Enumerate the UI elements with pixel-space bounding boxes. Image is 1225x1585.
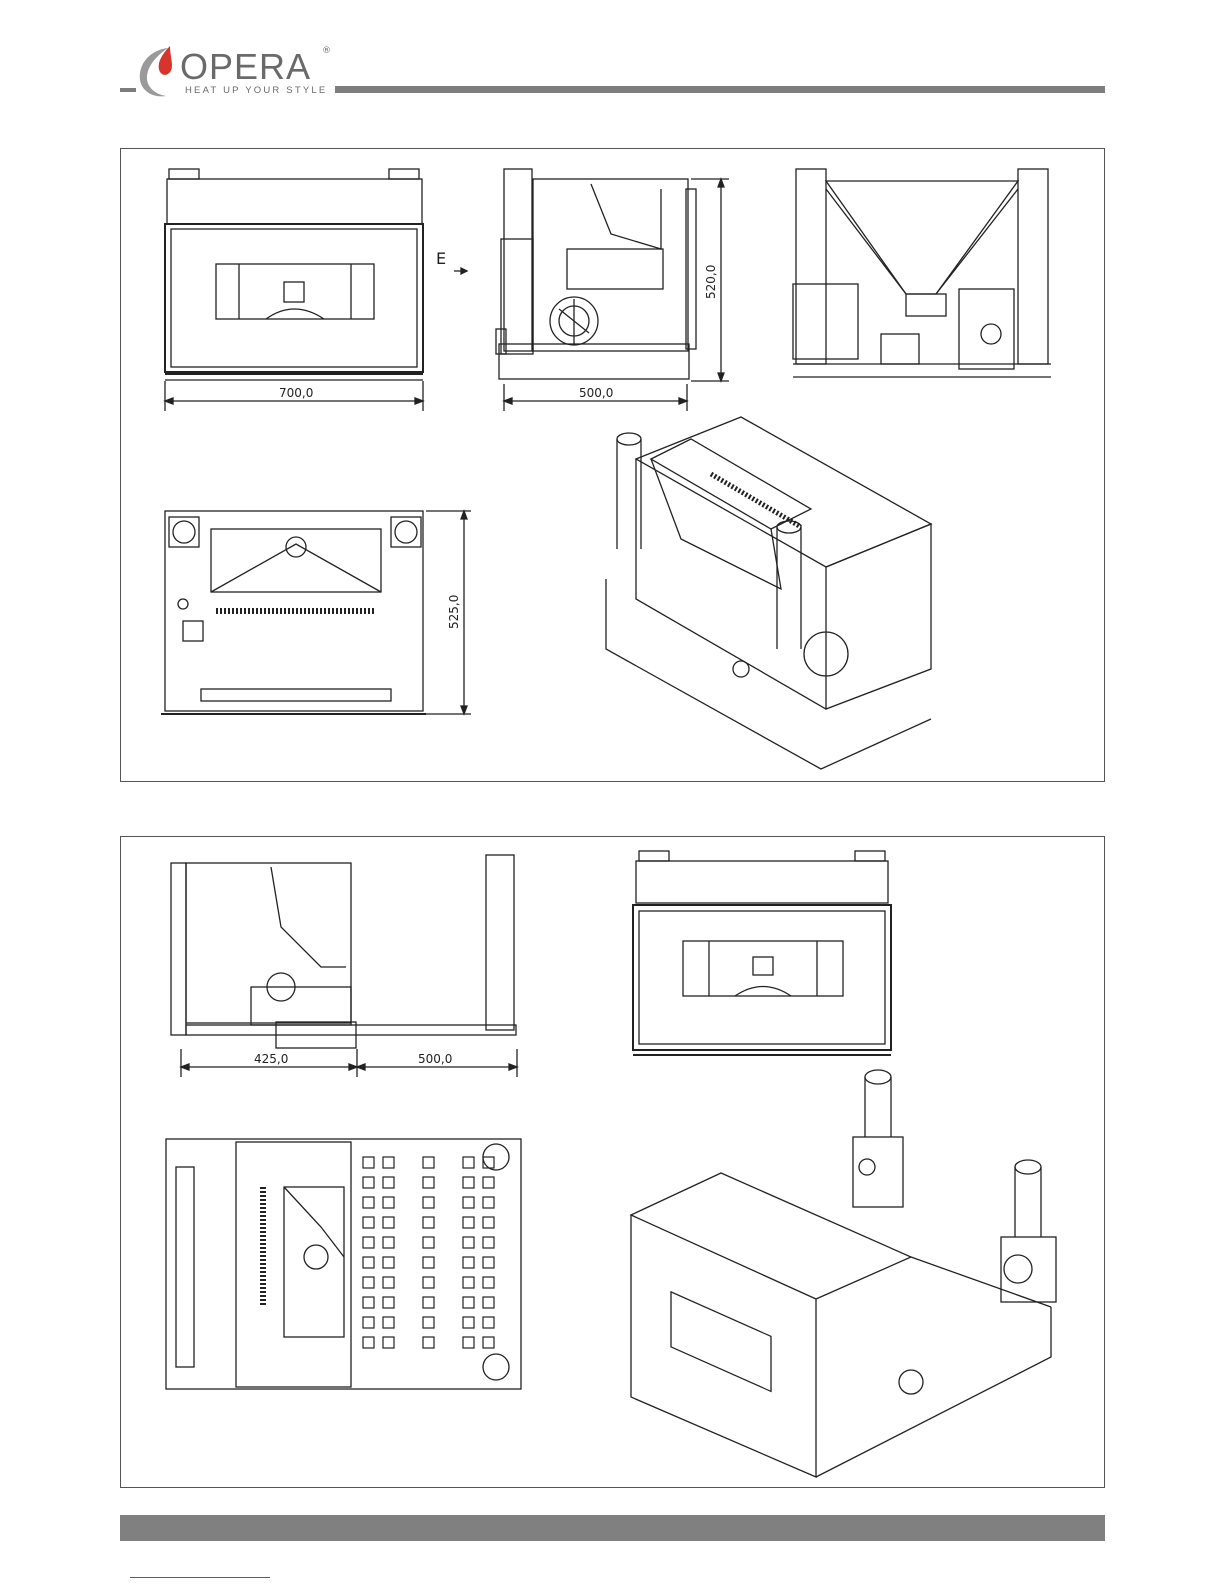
- front-view-secondary: [633, 851, 891, 1055]
- grid-square: [483, 1197, 494, 1208]
- isometric-view: [606, 417, 931, 769]
- rear-view: [793, 169, 1051, 377]
- technical-drawing-top: 700,0 E 500,0 520,: [121, 149, 1104, 781]
- grid-square: [383, 1297, 394, 1308]
- grid-square: [463, 1277, 474, 1288]
- grid-square: [483, 1277, 494, 1288]
- grid-square: [423, 1157, 434, 1168]
- grid-square: [363, 1157, 374, 1168]
- grid-square: [463, 1337, 474, 1348]
- brand-name: OPERA: [180, 46, 311, 88]
- grid-square: [423, 1277, 434, 1288]
- grid-square: [383, 1177, 394, 1188]
- grid-square: [463, 1257, 474, 1268]
- section-arrow-label: E: [436, 249, 446, 268]
- grid-square: [483, 1337, 494, 1348]
- grid-square: [423, 1217, 434, 1228]
- front-width-label: 700,0: [279, 386, 313, 400]
- grid-square: [383, 1337, 394, 1348]
- grid-square: [463, 1217, 474, 1228]
- header-rule: [335, 86, 1105, 93]
- grid-square: [463, 1297, 474, 1308]
- drawing-panel-bottom: 425,0 500,0: [120, 836, 1105, 1488]
- grid-square: [383, 1217, 394, 1228]
- grid-square: [363, 1257, 374, 1268]
- grid-square: [423, 1237, 434, 1248]
- grid-square: [463, 1237, 474, 1248]
- plan-view: [161, 511, 471, 714]
- grid-square: [423, 1177, 434, 1188]
- side-view: [496, 169, 729, 411]
- grid-square: [463, 1317, 474, 1328]
- grid-square: [483, 1237, 494, 1248]
- grid-square: [383, 1157, 394, 1168]
- extension-depth-label-a: 425,0: [254, 1052, 288, 1066]
- extended-side-view: [171, 855, 517, 1077]
- brand-registered-mark: ®: [322, 46, 331, 56]
- grid-square: [423, 1257, 434, 1268]
- technical-drawing-bottom: 425,0 500,0: [121, 837, 1104, 1487]
- grid-square: [363, 1237, 374, 1248]
- grid-square: [423, 1317, 434, 1328]
- grid-square: [383, 1317, 394, 1328]
- grid-square: [363, 1197, 374, 1208]
- isometric-view-secondary: [631, 1070, 1056, 1477]
- grid-square: [483, 1297, 494, 1308]
- grid-square: [363, 1297, 374, 1308]
- grid-square: [423, 1337, 434, 1348]
- plan-depth-label: 525,0: [447, 595, 461, 629]
- footer-bar: [120, 1515, 1105, 1541]
- grid-square: [483, 1217, 494, 1228]
- drawing-panel-top: 700,0 E 500,0 520,: [120, 148, 1105, 782]
- grid-square: [463, 1197, 474, 1208]
- grid-square: [363, 1277, 374, 1288]
- grid-square: [483, 1257, 494, 1268]
- grid-square: [363, 1337, 374, 1348]
- side-height-label: 520,0: [704, 265, 718, 299]
- grid-square: [363, 1217, 374, 1228]
- grid-square: [463, 1177, 474, 1188]
- grid-square: [423, 1197, 434, 1208]
- grid-square: [363, 1177, 374, 1188]
- grid-square: [383, 1197, 394, 1208]
- grid-square: [383, 1277, 394, 1288]
- grid-square: [463, 1157, 474, 1168]
- side-depth-label: 500,0: [579, 386, 613, 400]
- grid-square: [363, 1317, 374, 1328]
- grid-square: [483, 1177, 494, 1188]
- grid-square: [383, 1237, 394, 1248]
- grid-square: [423, 1297, 434, 1308]
- brand-tagline: HEAT UP YOUR STYLE: [182, 85, 330, 96]
- header-rule-left: [120, 88, 136, 92]
- extension-depth-label-b: 500,0: [418, 1052, 452, 1066]
- front-view: [165, 169, 467, 411]
- floor-grid: [363, 1157, 494, 1348]
- grid-square: [383, 1257, 394, 1268]
- footer-link-underline: [130, 1577, 270, 1578]
- grid-square: [483, 1317, 494, 1328]
